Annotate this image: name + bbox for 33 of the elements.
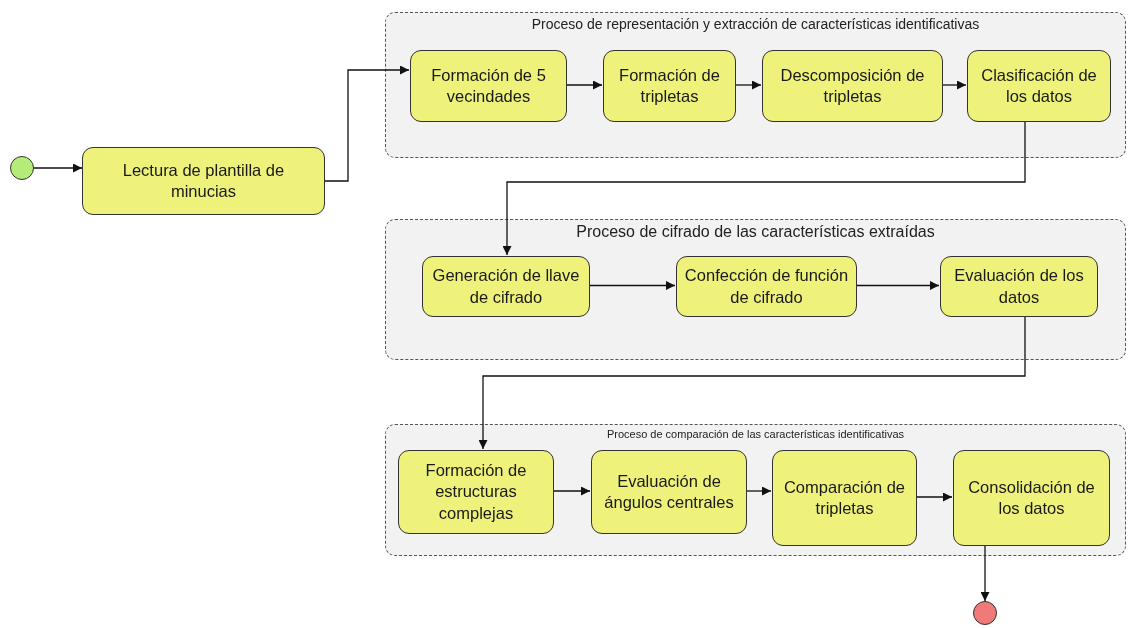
start-event-circle bbox=[10, 156, 34, 180]
arrow bbox=[915, 492, 953, 502]
arrow bbox=[324, 65, 410, 182]
arrow bbox=[478, 315, 1026, 450]
arrow bbox=[502, 120, 1026, 256]
process-box: Evaluación de los datos bbox=[940, 256, 1098, 317]
process-box: Formación de tripletas bbox=[603, 50, 736, 122]
group-container bbox=[385, 12, 1126, 158]
group-container bbox=[385, 219, 1126, 360]
process-box: Formación de estructuras complejas bbox=[398, 450, 554, 534]
process-box: Evaluación de ángulos centrales bbox=[591, 450, 747, 534]
process-box: Comparación de tripletas bbox=[772, 450, 917, 546]
process-box: Lectura de plantilla de minucias bbox=[82, 147, 325, 215]
arrow bbox=[980, 544, 990, 602]
process-box: Formación de 5 vecindades bbox=[410, 50, 567, 122]
arrow bbox=[855, 281, 940, 290]
process-box: Confección de función de cifrado bbox=[676, 256, 857, 317]
arrow bbox=[745, 486, 772, 496]
group-title: Proceso de comparación de las características identificativas bbox=[605, 428, 906, 441]
arrow bbox=[552, 486, 591, 496]
process-box: Consolidación de los datos bbox=[953, 450, 1110, 546]
arrow bbox=[734, 80, 762, 90]
arrow bbox=[565, 80, 603, 90]
process-box: Generación de llave de cifrado bbox=[422, 256, 590, 317]
arrow bbox=[588, 281, 676, 290]
arrow bbox=[941, 80, 967, 90]
end-event-circle bbox=[973, 601, 997, 625]
group-title: Proceso de cifrado de las características extraídas bbox=[575, 223, 936, 242]
arrow bbox=[33, 163, 83, 173]
group-title: Proceso de representación y extracción de características identificativas bbox=[530, 16, 981, 33]
process-box: Clasificación de los datos bbox=[967, 50, 1111, 122]
process-box: Descomposición de tripletas bbox=[762, 50, 943, 122]
group-container bbox=[385, 424, 1126, 556]
